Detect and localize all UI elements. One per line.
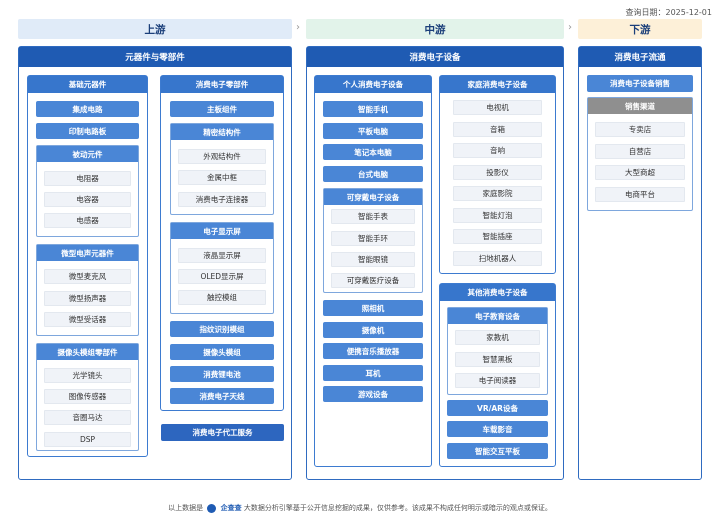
leaf-node: 自营店 — [595, 144, 685, 159]
device-node: 照相机 — [323, 300, 423, 316]
leaf-node: 智能插座 — [453, 229, 542, 244]
pcb-node: 印制电路板 — [36, 123, 139, 139]
downstream-panel-title: 消费电子流通 — [579, 47, 701, 67]
stage-arrow-icon: › — [568, 22, 572, 33]
device-node: 摄像机 — [323, 322, 423, 338]
basic-components-title: 基础元器件 — [28, 76, 147, 93]
leaf-node: 智能手表 — [331, 209, 415, 224]
leaf-node: 扫地机器人 — [453, 251, 542, 266]
passive-components-title: 被动元件 — [37, 146, 138, 162]
upstream-panel-title: 元器件与零部件 — [19, 47, 291, 67]
other-devices-title: 其他消费电子设备 — [440, 284, 555, 301]
footer-disclaimer: 以上数据是 企查查 大数据分析引擎基于公开信息挖掘的成果，仅供参考。该成果不构成… — [0, 503, 720, 513]
consumer-parts-title: 消费电子零部件 — [161, 76, 283, 93]
query-date: 查询日期：2025-12-01 — [625, 8, 713, 17]
leaf-node: 微型扬声器 — [44, 291, 131, 306]
leaf-node: 电商平台 — [595, 187, 685, 202]
leaf-node: 智能手环 — [331, 231, 415, 246]
leaf-node: 外观结构件 — [178, 149, 266, 164]
edu-devices-title: 电子教育设备 — [448, 308, 547, 324]
leaf-node: 微型受话器 — [44, 312, 131, 327]
sales-channel-title: 销售渠道 — [588, 98, 692, 114]
device-node: 游戏设备 — [323, 386, 423, 402]
oem-service-node: 消费电子代工服务 — [161, 424, 284, 441]
leaf-node: 专卖店 — [595, 122, 685, 137]
stage-upstream: 上游 — [18, 19, 292, 39]
leaf-node: 智慧黑板 — [455, 352, 540, 367]
acoustic-components-title: 微型电声元器件 — [37, 245, 138, 261]
leaf-node: 音箱 — [453, 122, 542, 137]
footer-brand: 企查查 — [220, 504, 242, 512]
device-node: 平板电脑 — [323, 123, 423, 139]
antenna-node: 消费电子天线 — [170, 388, 274, 404]
wearable-title: 可穿戴电子设备 — [324, 189, 422, 205]
leaf-node: OLED显示屏 — [178, 269, 266, 284]
device-node: 台式电脑 — [323, 166, 423, 182]
leaf-node: 金属中框 — [178, 170, 266, 185]
stage-midstream: 中游 — [306, 19, 564, 39]
device-node: 便携音乐播放器 — [323, 343, 423, 359]
leaf-node: 液晶显示屏 — [178, 248, 266, 263]
leaf-node: 消费电子连接器 — [178, 192, 266, 207]
leaf-node: 电容器 — [44, 192, 131, 207]
leaf-node: 家庭影院 — [453, 186, 542, 201]
footer-text: 大数据分析引擎基于公开信息挖掘的成果，仅供参考。该成果不构成任何明示或暗示的观点… — [243, 504, 552, 512]
brand-logo-icon — [207, 503, 217, 513]
leaf-node: 图像传感器 — [44, 389, 131, 404]
leaf-node: 触控模组 — [178, 290, 266, 305]
device-node: 笔记本电脑 — [323, 144, 423, 160]
midstream-panel-title: 消费电子设备 — [307, 47, 563, 67]
leaf-node: 智能眼镜 — [331, 252, 415, 267]
leaf-node: 微型麦克风 — [44, 269, 131, 284]
leaf-node: 音圈马达 — [44, 410, 131, 425]
battery-node: 消费锂电池 — [170, 366, 274, 382]
device-node: 耳机 — [323, 365, 423, 381]
camera-module-node: 摄像头模组 — [170, 344, 274, 360]
camera-parts-title: 摄像头模组零部件 — [37, 344, 138, 360]
device-node: VR/AR设备 — [447, 400, 548, 416]
device-node: 智能交互平板 — [447, 443, 548, 459]
home-devices-title: 家庭消费电子设备 — [440, 76, 555, 93]
leaf-node: 电子阅读器 — [455, 373, 540, 388]
leaf-node: DSP — [44, 432, 131, 447]
leaf-node: 电视机 — [453, 100, 542, 115]
precision-structure-title: 精密结构件 — [171, 124, 273, 140]
leaf-node: 智能灯泡 — [453, 208, 542, 223]
ic-node: 集成电路 — [36, 101, 139, 117]
display-title: 电子显示屏 — [171, 223, 273, 239]
leaf-node: 光学镜头 — [44, 368, 131, 383]
leaf-node: 投影仪 — [453, 165, 542, 180]
leaf-node: 电阻器 — [44, 171, 131, 186]
leaf-node: 电感器 — [44, 213, 131, 228]
stage-arrow-icon: › — [296, 22, 300, 33]
leaf-node: 可穿戴医疗设备 — [331, 273, 415, 288]
footer-prefix: 以上数据是 — [168, 504, 204, 512]
leaf-node: 家教机 — [455, 330, 540, 345]
stage-downstream: 下游 — [578, 19, 702, 39]
sales-node: 消费电子设备销售 — [587, 75, 693, 92]
device-node: 智能手机 — [323, 101, 423, 117]
fingerprint-node: 指纹识别模组 — [170, 321, 274, 337]
leaf-node: 音响 — [453, 143, 542, 158]
device-node: 车载影音 — [447, 421, 548, 437]
leaf-node: 大型商超 — [595, 165, 685, 180]
personal-devices-title: 个人消费电子设备 — [315, 76, 431, 93]
mainboard-node: 主板组件 — [170, 101, 274, 117]
